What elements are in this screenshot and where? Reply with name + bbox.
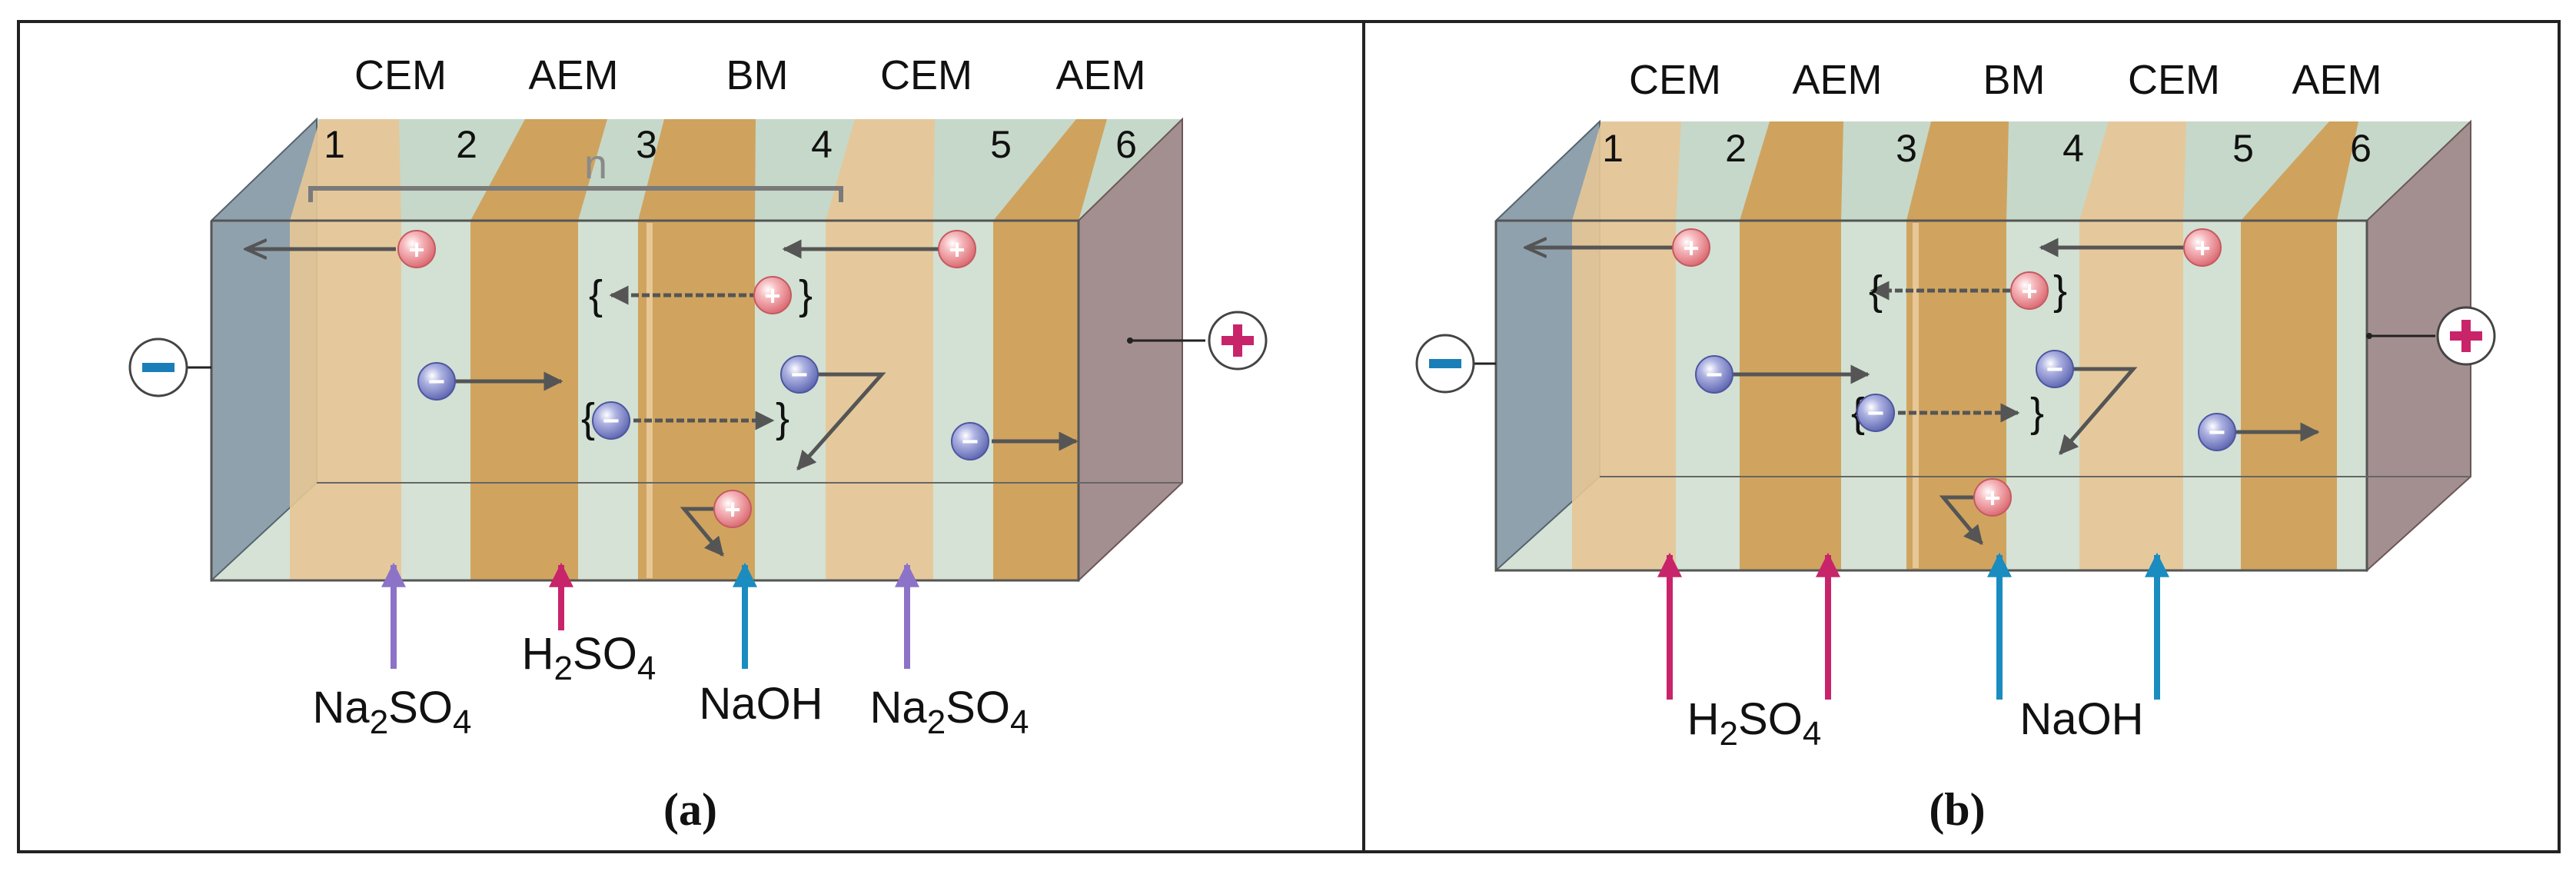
anode-dot: [1127, 337, 1133, 344]
membrane-aem-1: [470, 119, 607, 580]
svg-text:−: −: [603, 405, 620, 437]
panel-a: CEM AEM BM CEM AEM 1 2 3 4 5 6 n { } { }…: [128, 52, 1268, 835]
anode-terminal: [2436, 306, 2496, 366]
cation-ion: +: [753, 276, 792, 314]
membrane-label-bm-b: BM: [1983, 57, 2046, 103]
brace-open-anion-a: {: [581, 395, 595, 441]
svg-text:+: +: [1683, 232, 1699, 264]
feed-label-na2so4-2: Na2SO4: [870, 683, 1029, 741]
membrane-label-cem-a1: CEM: [354, 52, 447, 98]
brace-close-anion-b: }: [2030, 390, 2044, 436]
membrane-bm: [638, 119, 756, 580]
svg-text:+: +: [2021, 275, 2037, 307]
feed-label-naoh: NaOH: [2019, 694, 2143, 744]
figure-frame: [17, 20, 2561, 853]
membrane-cem-1: [1572, 121, 1681, 570]
anion-ion: −: [1695, 355, 1733, 394]
cation-ion: +: [1672, 228, 1710, 267]
compartment-5-a: 5: [990, 123, 1012, 166]
svg-text:+: +: [1984, 482, 2000, 514]
svg-text:+: +: [764, 280, 780, 311]
anion-ion: −: [592, 401, 630, 440]
membrane-aem-1: [1740, 121, 1843, 570]
svg-text:−: −: [962, 426, 979, 458]
feed-label-h2so4: H2SO4: [522, 629, 656, 687]
stack-outline: [210, 219, 1080, 582]
anode-dot: [2366, 333, 2372, 339]
anion-ion: −: [2198, 413, 2236, 451]
anion-reflect-path: [796, 372, 886, 470]
anode-terminal: [1208, 311, 1268, 371]
panel-b-caption: (b): [1929, 784, 1985, 835]
brace-open-cation-b: {: [1869, 268, 1883, 314]
cation-reflect-path: [1939, 495, 1983, 545]
compartment-6-b: 6: [2350, 127, 2372, 170]
anion-reflect-path: [2059, 367, 2138, 455]
brace-close-cation-a: }: [799, 272, 813, 318]
compartment-2-a: 2: [456, 123, 477, 166]
compartment-2-b: 2: [1725, 127, 1747, 170]
brace-open-cation-a: {: [589, 272, 603, 318]
cation-ion: +: [397, 230, 436, 268]
compartment-4-b: 4: [2062, 127, 2084, 170]
svg-text:−: −: [791, 359, 808, 391]
repeat-bracket: [308, 186, 843, 202]
compartment-1-b: 1: [1602, 127, 1624, 170]
compartment-5-b: 5: [2232, 127, 2254, 170]
repeat-label: n: [584, 141, 607, 188]
membrane-cem-1: [290, 119, 401, 580]
brace-close-cation-b: }: [2053, 268, 2067, 314]
svg-text:+: +: [2194, 232, 2210, 264]
anion-ion: −: [2036, 350, 2074, 388]
compartment-6-a: 6: [1115, 123, 1137, 166]
membrane-label-aem-a2: AEM: [1055, 52, 1145, 98]
cation-reflect-path: [680, 507, 724, 557]
compartment-3-a: 3: [636, 123, 657, 166]
membrane-bm: [1906, 121, 2009, 570]
svg-text:−: −: [1867, 397, 1884, 430]
membrane-aem-2: [2241, 121, 2358, 570]
svg-text:+: +: [949, 234, 965, 265]
feed-label-na2so4-1: Na2SO4: [313, 683, 472, 741]
membrane-cem-2: [2079, 121, 2186, 570]
anion-ion: −: [1856, 394, 1895, 432]
svg-text:−: −: [2046, 354, 2063, 386]
membrane-label-bm-a: BM: [726, 52, 789, 98]
membrane-label-aem-b2: AEM: [2292, 57, 2382, 103]
panel-b: CEM AEM BM CEM AEM 1 2 3 4 5 6 { } { } +…: [1415, 57, 2496, 835]
anion-ion: −: [951, 422, 989, 460]
anion-ion: −: [417, 362, 456, 401]
panel-a-caption: (a): [663, 784, 717, 835]
svg-text:+: +: [408, 234, 424, 265]
compartment-1-a: 1: [324, 123, 345, 166]
cation-ion: +: [938, 230, 976, 268]
membrane-label-cem-a2: CEM: [880, 52, 972, 98]
brace-close-anion-a: }: [776, 395, 789, 441]
cation-ion: +: [1973, 478, 2012, 517]
svg-text:−: −: [428, 366, 445, 398]
compartment-4-a: 4: [811, 123, 833, 166]
anion-ion: −: [780, 355, 819, 394]
compartment-3-b: 3: [1896, 127, 1917, 170]
svg-text:−: −: [2209, 417, 2225, 449]
membrane-label-aem-b1: AEM: [1792, 57, 1882, 103]
membrane-label-cem-b1: CEM: [1629, 57, 1721, 103]
membrane-label-aem-a1: AEM: [528, 52, 618, 98]
feed-label-naoh: NaOH: [699, 679, 823, 729]
stack-outline: [1494, 219, 2368, 572]
membrane-cem-2: [826, 119, 935, 580]
cation-ion: +: [713, 490, 752, 528]
cathode-terminal: [128, 337, 188, 397]
svg-text:−: −: [1706, 359, 1723, 391]
feed-label-h2so4: H2SO4: [1687, 694, 1822, 753]
cathode-terminal: [1415, 334, 1475, 394]
cation-ion: +: [2183, 228, 2222, 267]
cation-ion: +: [2010, 271, 2049, 310]
svg-text:+: +: [724, 494, 740, 525]
membrane-label-cem-b2: CEM: [2128, 57, 2220, 103]
